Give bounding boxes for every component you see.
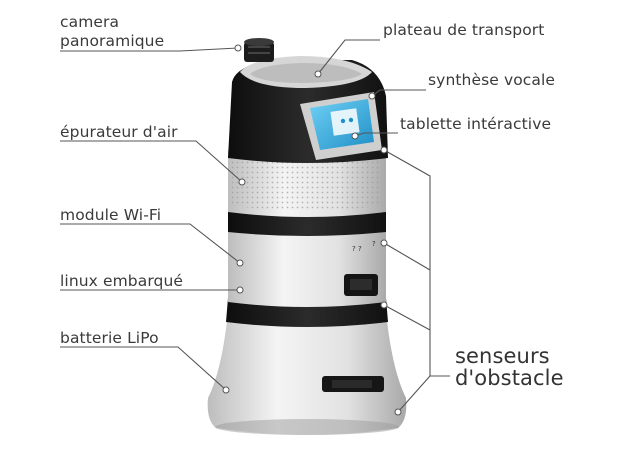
robot-head (228, 56, 388, 163)
panoramic-camera (244, 38, 274, 62)
label-batterie: batterie LiPo (60, 330, 159, 347)
label-plateau: plateau de transport (383, 22, 544, 39)
label-synthese: synthèse vocale (428, 72, 555, 89)
svg-text:?: ? (372, 240, 376, 248)
label-camera-line1: camera (60, 14, 119, 31)
robot-middle: ? ? ? (228, 226, 386, 307)
svg-text:? ?: ? ? (352, 245, 362, 253)
label-wifi: module Wi-Fi (60, 207, 161, 224)
label-camera-line2: panoramique (60, 33, 164, 50)
label-senseurs-line2: d'obstacle (455, 367, 564, 389)
label-epurateur: épurateur d'air (60, 124, 178, 141)
label-tablette: tablette intéractive (400, 116, 551, 133)
label-linux: linux embarqué (60, 273, 183, 290)
label-senseurs-line1: senseurs (455, 345, 550, 367)
robot-base (208, 312, 407, 435)
